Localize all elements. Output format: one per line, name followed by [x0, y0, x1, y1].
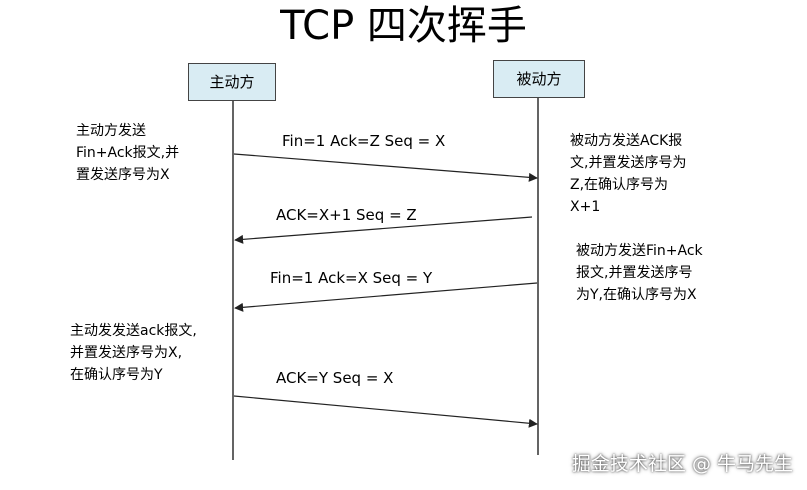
message-label-1: Fin=1 Ack=Z Seq = X	[282, 132, 446, 150]
diagram-title: TCP 四次挥手	[280, 3, 527, 49]
message-arrow-3	[234, 282, 538, 312]
note-client-ack: 主动发发送ack报文, 并置发送序号为X, 在确认序号为Y	[70, 323, 197, 383]
message-arrow-4	[233, 395, 538, 428]
watermark-text: 掘金技术社区 @ 牛马先生	[571, 453, 793, 475]
message-label-3: Fin=1 Ack=X Seq = Y	[270, 269, 433, 287]
note-server-ack: 被动方发送ACK报 文,并置发送序号为 Z,在确认序号为 X+1	[570, 133, 687, 215]
actor-client-box: 主动方	[188, 63, 276, 101]
message-label-4: ACK=Y Seq = X	[276, 369, 394, 387]
note-server-fin: 被动方发送Fin+Ack 报文,并置发送序号 为Y,在确认序号为X	[576, 243, 703, 303]
actor-server-box: 被动方	[493, 60, 585, 98]
message-arrow-1	[233, 153, 538, 182]
note-client-fin: 主动方发送 Fin+Ack报文,并 置发送序号为X	[76, 123, 180, 183]
message-label-2: ACK=X+1 Seq = Z	[276, 206, 417, 224]
message-arrow-2	[234, 216, 533, 244]
